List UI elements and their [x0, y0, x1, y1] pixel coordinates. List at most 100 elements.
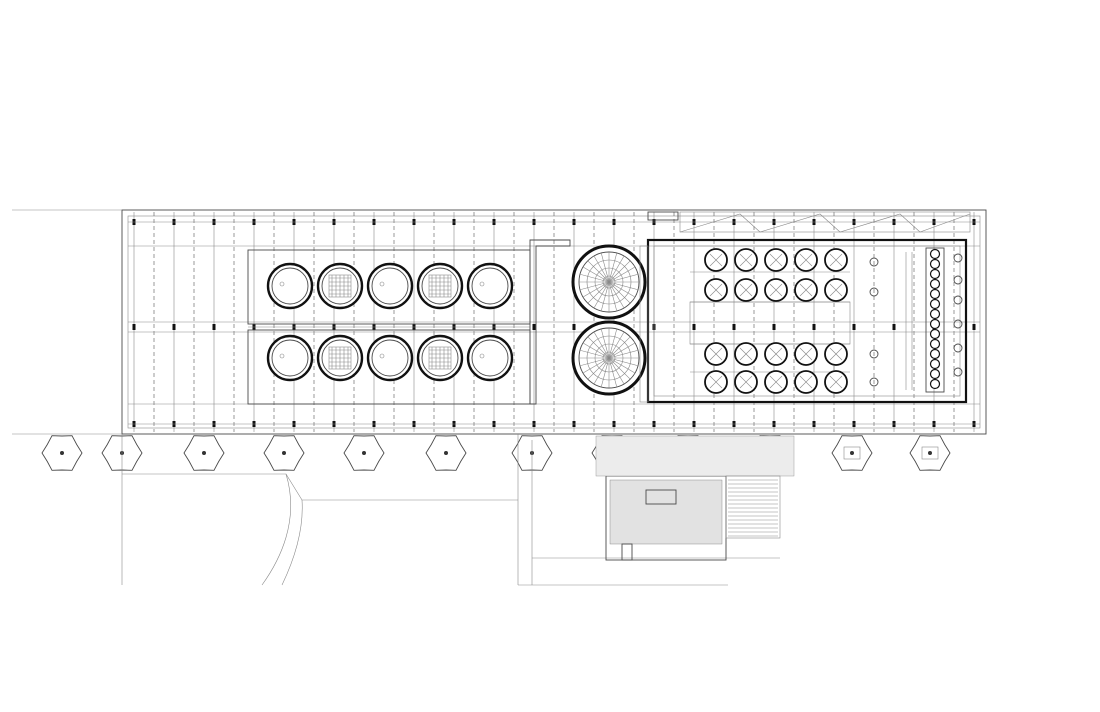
big-tank-spoke: [608, 281, 625, 309]
tree-trunk: [362, 451, 366, 455]
big-tank-spoke: [582, 342, 610, 359]
tank-valve: [379, 281, 385, 287]
barrel: [929, 318, 941, 330]
big-tank-spoke: [600, 281, 610, 312]
hall-tank-mark: [739, 283, 753, 297]
structural-grid: [128, 212, 980, 432]
pump: [953, 367, 963, 377]
tree-pit: [843, 446, 861, 460]
hall-tank-mark: [739, 347, 753, 361]
hall-tank-mark: [799, 253, 813, 267]
big-tank-spoke: [608, 342, 636, 359]
tank-outer: [266, 262, 314, 310]
big-tank-spoke: [608, 357, 618, 388]
big-tank-spoke: [587, 281, 610, 304]
barrel: [929, 288, 941, 300]
barrel: [929, 348, 941, 360]
big-tank-spoke: [608, 328, 618, 359]
tank-inner: [321, 339, 359, 377]
barrel-rack: [929, 248, 941, 390]
tree-canopy: [183, 435, 225, 471]
barrel: [929, 298, 941, 310]
big-tank-spoke: [608, 281, 639, 291]
tank-inner: [271, 267, 309, 305]
hall-tank-mark: [829, 347, 843, 361]
big-tank-spoke: [600, 252, 610, 283]
big-tank-spoke: [600, 357, 610, 388]
hall-tank-mark: [799, 375, 813, 389]
tank-inner: [371, 339, 409, 377]
big-tank-spoke: [579, 273, 610, 283]
column: [972, 324, 976, 330]
hall-tank-mark: [829, 375, 843, 389]
pump: [953, 253, 963, 263]
tank-outer: [366, 334, 414, 382]
big-tank-spoke: [579, 357, 610, 367]
annex-building: [605, 475, 727, 561]
tank-outer: [366, 262, 414, 310]
big-tank-spoke: [608, 349, 639, 359]
big-tank-spoke: [579, 281, 610, 291]
big-tank-spoke: [587, 357, 610, 380]
tree-canopy: [511, 435, 553, 471]
hall-tank-mark: [769, 253, 783, 267]
barrel: [929, 248, 941, 260]
big-tank-spoke: [587, 260, 610, 283]
hall-tank-mark: [739, 375, 753, 389]
tank-valve: [379, 353, 385, 359]
big-tank-spoke: [608, 273, 639, 283]
column: [852, 324, 856, 330]
pump: [869, 377, 879, 387]
big-tank-spoke: [608, 357, 625, 385]
column: [532, 324, 536, 330]
column: [692, 324, 696, 330]
hall-tank-mark: [799, 347, 813, 361]
site-lines: [121, 434, 780, 586]
top-ramp: [647, 211, 971, 233]
service-corridor: [529, 239, 649, 405]
big-tank-spoke: [608, 252, 618, 283]
column: [772, 324, 776, 330]
tank-inner: [421, 339, 459, 377]
hall-tank-mark: [709, 375, 723, 389]
hall-tank-mark: [769, 375, 783, 389]
barrel: [929, 268, 941, 280]
hall-tank-mark: [829, 283, 843, 297]
big-tank-spoke: [587, 336, 610, 359]
big-tank-spoke: [608, 281, 636, 298]
barrel: [929, 338, 941, 350]
barrel: [929, 328, 941, 340]
tree-trunk: [202, 451, 206, 455]
barrel: [929, 308, 941, 320]
tree-canopy: [425, 435, 467, 471]
courtyard-hatch: [595, 435, 795, 539]
big-tank-spoke: [593, 357, 610, 385]
tree-row: [41, 435, 951, 471]
column: [812, 324, 816, 330]
tank-valve: [479, 353, 485, 359]
big-tank-spoke: [608, 357, 631, 380]
pump: [953, 343, 963, 353]
column: [172, 324, 176, 330]
column: [212, 324, 216, 330]
big-tank-spoke: [608, 266, 636, 283]
pump: [953, 275, 963, 285]
big-tank-spoke: [579, 349, 610, 359]
tank-valve: [479, 281, 485, 287]
barrel: [929, 258, 941, 270]
tank-inner: [271, 339, 309, 377]
tree-trunk: [444, 451, 448, 455]
column: [572, 324, 576, 330]
column: [732, 324, 736, 330]
tank-inner: [471, 339, 509, 377]
tank-inner: [371, 267, 409, 305]
tanks-left-group: [266, 262, 514, 382]
tree-trunk: [282, 451, 286, 455]
hall-tank-mark: [829, 253, 843, 267]
big-tank-spoke: [582, 266, 610, 283]
tree-trunk: [850, 451, 854, 455]
tank-inner: [471, 267, 509, 305]
pump: [869, 257, 879, 267]
tank-outer: [266, 334, 314, 382]
tree-pit: [921, 446, 939, 460]
